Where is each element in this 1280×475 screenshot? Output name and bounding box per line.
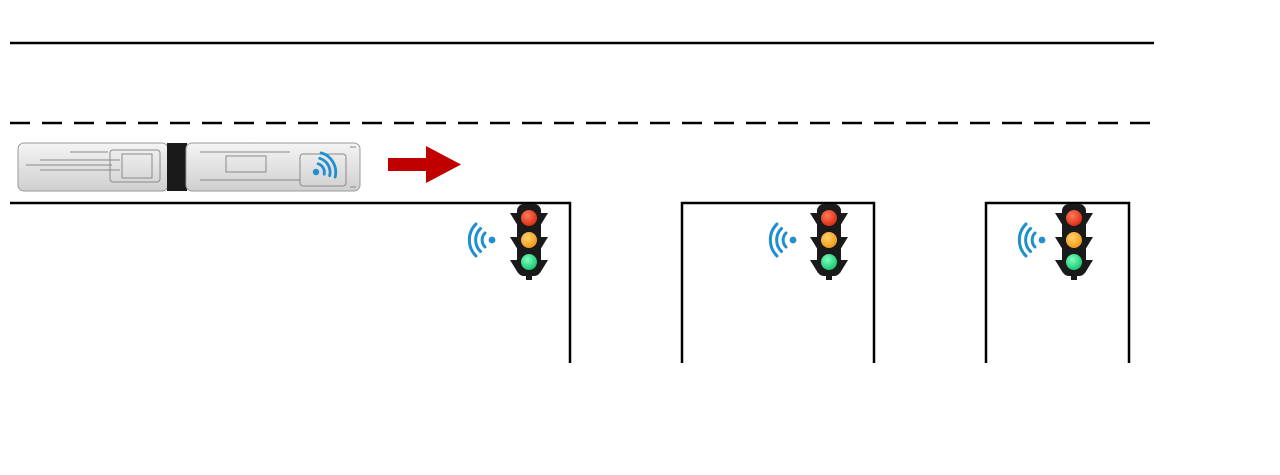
- side-street-block-3: [984, 201, 1131, 363]
- intersection-2: [768, 204, 848, 280]
- intersection-1: [467, 204, 548, 280]
- road-bottom-edge: [10, 201, 572, 363]
- wifi-signal-icon: [768, 222, 798, 258]
- articulated-bus: [17, 142, 361, 192]
- bus-articulation-joint: [167, 143, 187, 191]
- wifi-signal-icon: [1017, 222, 1047, 258]
- traffic-light-icon: [510, 204, 548, 280]
- bus-rear-section: [185, 142, 361, 192]
- side-street-block-2: [680, 201, 876, 363]
- traffic-light-icon: [1055, 204, 1093, 280]
- intersection-3: [1017, 204, 1093, 280]
- wifi-signal-icon: [467, 222, 497, 258]
- bus-roof-details: [26, 146, 356, 188]
- arrow-right-icon: [388, 146, 461, 183]
- road: [10, 41, 1154, 363]
- traffic-light-icon: [810, 204, 848, 280]
